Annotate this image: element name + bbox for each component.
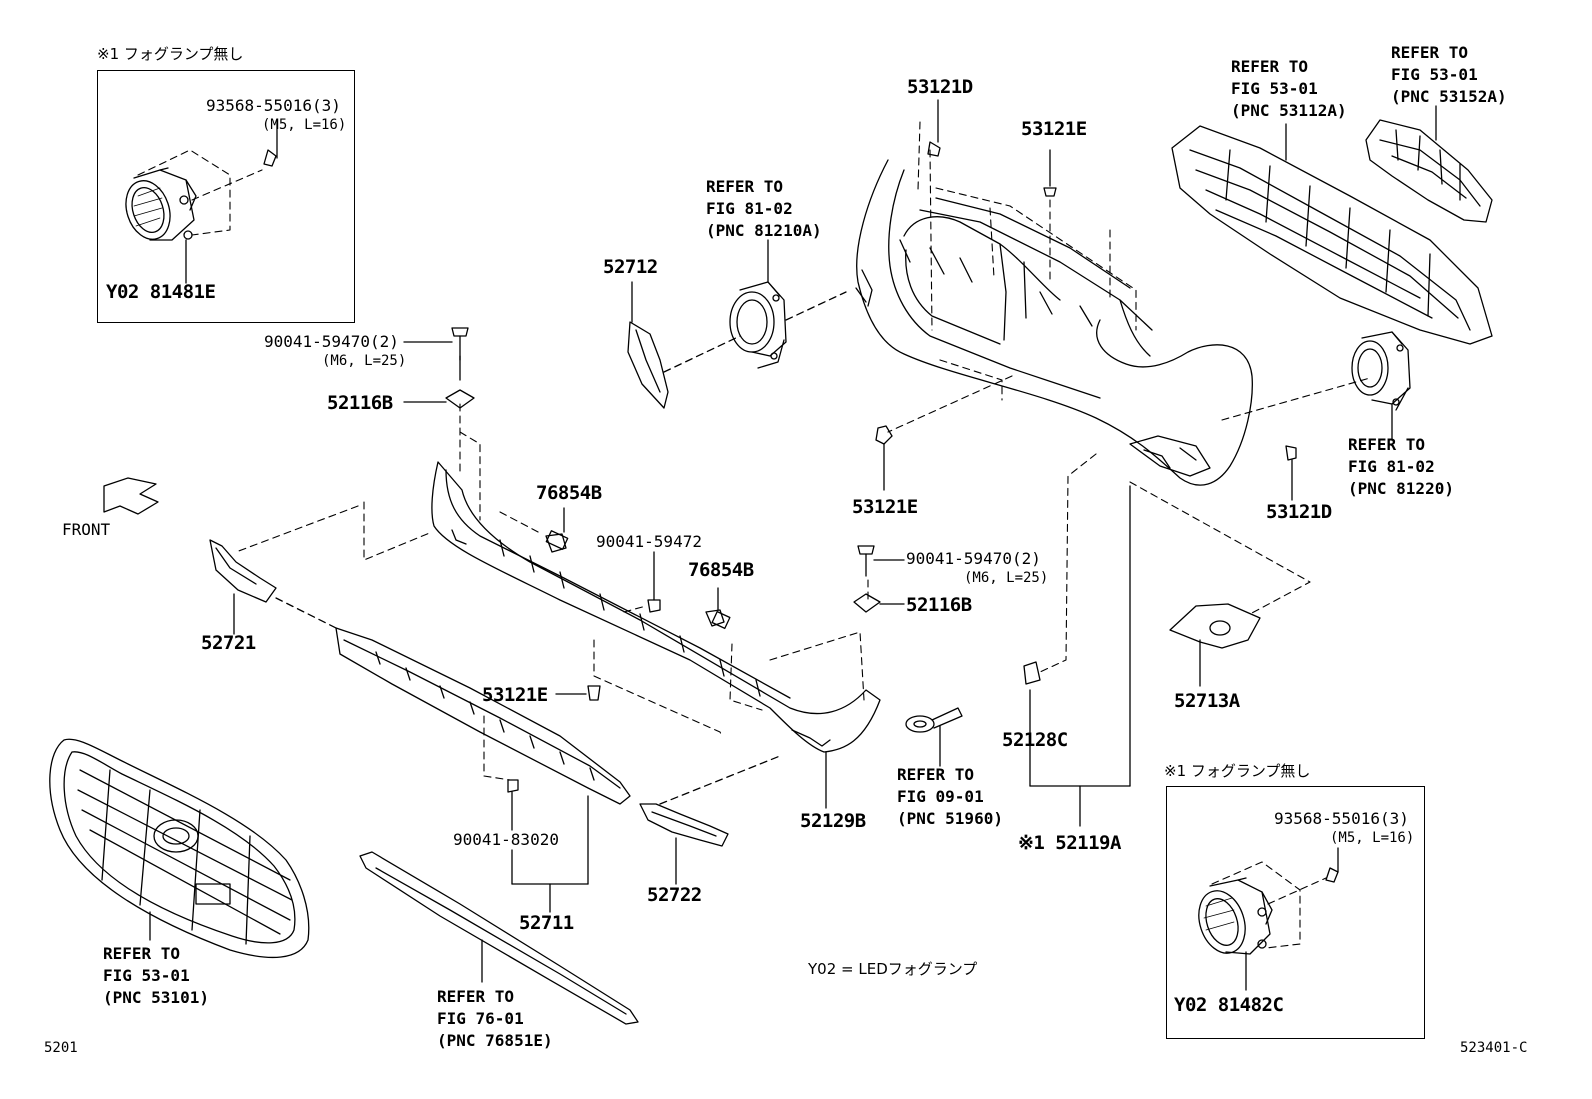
inset-bottom-note: ※1 フォグランプ無し — [1164, 762, 1311, 780]
part-90041-59470-left: 90041-59470(2) — [264, 332, 399, 351]
part-76854B-right: 76854B — [688, 559, 754, 581]
part-52116B-left: 52116B — [327, 392, 393, 414]
clip-52128C-drawing — [1023, 661, 1041, 685]
part-90041-59470-left-spec: (M6, L=25) — [322, 353, 407, 369]
bracket-53152A-drawing — [1365, 119, 1493, 223]
lower-bumper-leaders — [235, 403, 869, 781]
part-90041-59472: 90041-59472 — [596, 532, 702, 551]
cover-52722-drawing — [639, 803, 729, 847]
inset-box-bottom — [1166, 786, 1425, 1039]
page-code-right: 523401-C — [1460, 1040, 1528, 1056]
fog-lamp-81220-drawing — [1351, 331, 1411, 411]
page-code-left: 5201 — [44, 1040, 78, 1056]
part-53121E-mid: 53121E — [852, 496, 918, 518]
part-52129B: 52129B — [800, 810, 866, 832]
fog-lamp-81481E-label: Y02 81481E — [106, 281, 216, 303]
part-52712: 52712 — [603, 256, 658, 278]
inset-top-note: ※1 フォグランプ無し — [97, 45, 244, 63]
fog-lamp-left-drawing — [125, 149, 277, 241]
part-52711: 52711 — [519, 912, 574, 934]
part-53121E-low: 53121E — [482, 684, 548, 706]
fog-lamp-81482C-label: Y02 81482C — [1174, 994, 1284, 1016]
lower-bumper-drawing — [431, 461, 881, 753]
part-90041-59470-right-spec: (M6, L=25) — [964, 570, 1049, 586]
inset-top-leaders — [137, 149, 263, 236]
upper-bumper-leaders — [887, 121, 1371, 673]
bolt-93568-bottom-label: 93568-55016(3) — [1274, 809, 1409, 828]
part-52722: 52722 — [647, 884, 702, 906]
part-52119A: ※1 52119A — [1018, 832, 1121, 854]
bolt-93568-top-label: 93568-55016(3) — [206, 96, 341, 115]
tow-hook-drawing — [905, 707, 963, 733]
part-90041-83020: 90041-83020 — [453, 830, 559, 849]
ref-53101: REFER TO FIG 53-01 (PNC 53101) — [103, 944, 209, 1007]
ref-76851E: REFER TO FIG 76-01 (PNC 76851E) — [437, 987, 553, 1050]
molding-76851E-drawing — [359, 851, 639, 1025]
part-53121D-top: 53121D — [907, 76, 973, 98]
front-grille-drawing — [49, 738, 310, 959]
part-52713A: 52713A — [1174, 690, 1240, 712]
part-90041-59470-right: 90041-59470(2) — [906, 549, 1041, 568]
part-53121E-top: 53121E — [1021, 118, 1087, 140]
part-52128C: 52128C — [1002, 729, 1068, 751]
part-52116B-right: 52116B — [906, 594, 972, 616]
retainer-52711-drawing — [335, 627, 631, 805]
inset-box-top — [97, 70, 355, 323]
part-52721: 52721 — [201, 632, 256, 654]
ref-53152A: REFER TO FIG 53-01 (PNC 53152A) — [1391, 43, 1507, 106]
front-label: FRONT — [62, 520, 111, 539]
part-76854B-left: 76854B — [536, 482, 602, 504]
cover-52712-drawing — [627, 321, 669, 409]
cover-52713A-drawing — [1169, 603, 1261, 649]
ref-81220: REFER TO FIG 81-02 (PNC 81220) — [1348, 435, 1454, 498]
inset-bottom-leaders — [1211, 861, 1327, 949]
ref-51960: REFER TO FIG 09-01 (PNC 51960) — [897, 765, 1003, 828]
grille-53112A-drawing — [1171, 125, 1493, 345]
ref-53112A: REFER TO FIG 53-01 (PNC 53112A) — [1231, 57, 1347, 120]
part-53121D-right: 53121D — [1266, 501, 1332, 523]
bolt-93568-bottom-spec: (M5, L=16) — [1330, 830, 1415, 846]
ref-81210A: REFER TO FIG 81-02 (PNC 81210A) — [706, 177, 822, 240]
fog-lamp-81210A-drawing — [729, 281, 787, 369]
front-arrow-icon — [103, 477, 159, 515]
cover-52721-drawing — [209, 539, 277, 603]
legend-y02: Y02 = LEDフォグランプ — [808, 960, 978, 978]
bolt-93568-top-spec: (M5, L=16) — [262, 117, 347, 133]
upper-bumper-drawing — [855, 159, 1253, 486]
